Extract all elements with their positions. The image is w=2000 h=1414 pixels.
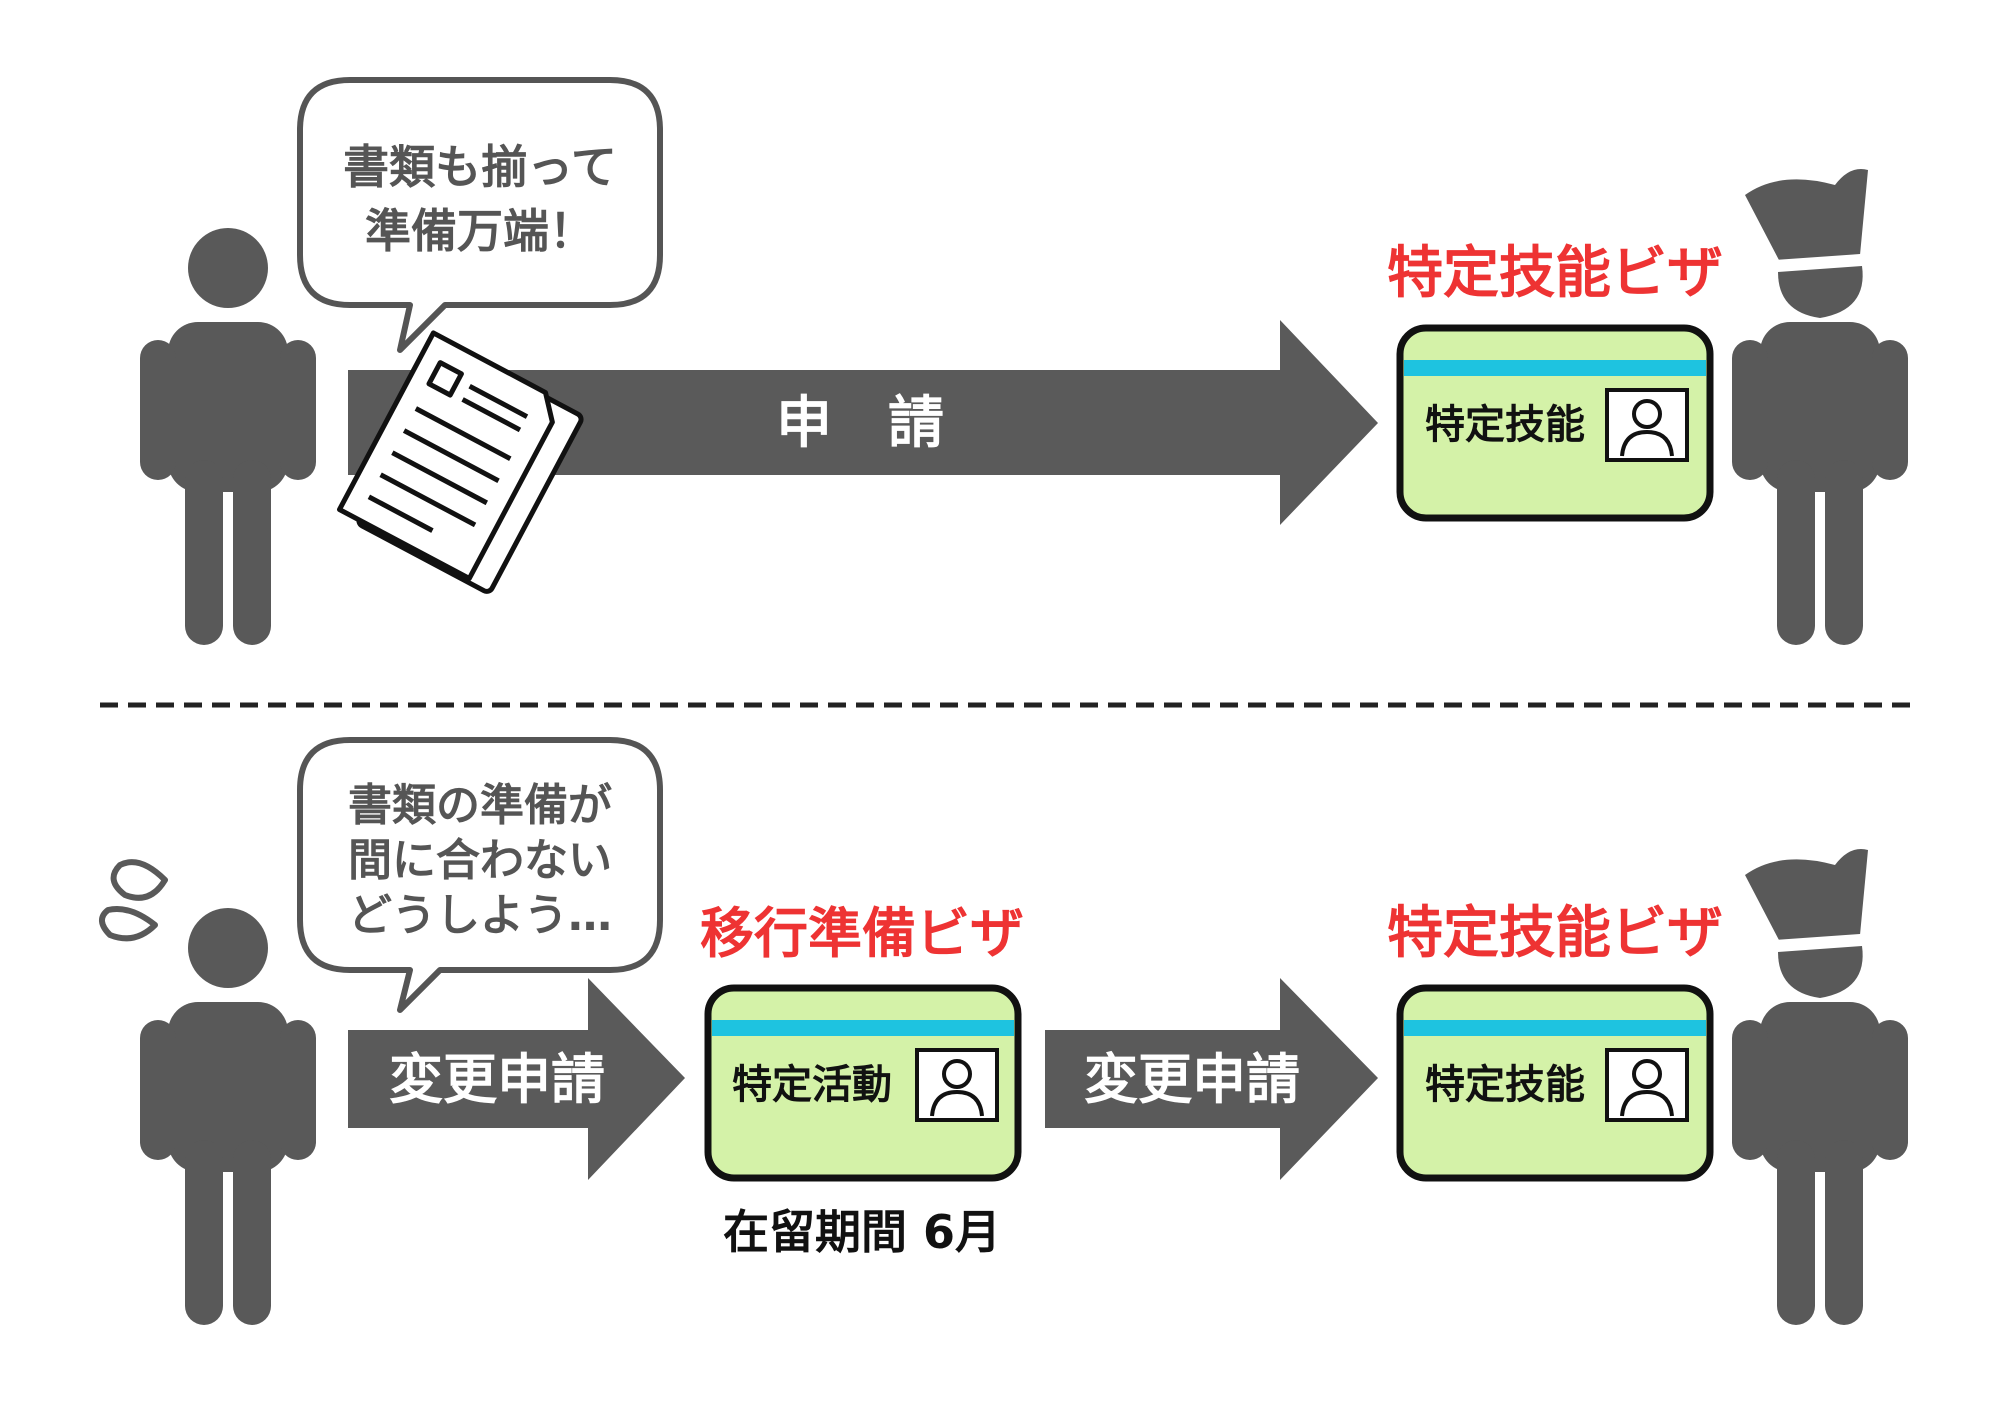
change-application-arrow-2: 変更申請 xyxy=(1045,978,1378,1180)
stay-period-note: 在留期間 6月 xyxy=(723,1205,1001,1259)
id-photo-icon xyxy=(1605,1048,1689,1122)
application-arrow: 申 請 xyxy=(348,320,1378,525)
visa-card-specified-skill: 特定技能 xyxy=(1396,984,1714,1182)
visa-title-specified-skill: 特定技能ビザ xyxy=(1387,901,1723,966)
top-scenario: 書類も揃って 準備万端！ 申 請 xyxy=(140,77,1908,645)
bubble-text-line1: 書類も揃って xyxy=(343,140,617,194)
visa-card-specified-skill: 特定技能 xyxy=(1396,324,1714,522)
card-label: 特定技能 xyxy=(1425,1062,1585,1108)
visa-card-designated-activities: 特定活動 xyxy=(704,984,1022,1182)
worried-person-icon xyxy=(140,908,316,1325)
change-application-arrow-1: 変更申請 xyxy=(348,978,685,1180)
arrow-label-apply: 申 請 xyxy=(776,391,944,456)
applicant-person-icon xyxy=(140,228,316,645)
arrow-label-change-2: 変更申請 xyxy=(1084,1048,1300,1111)
bubble-text-line3: どうしよう… xyxy=(348,890,612,941)
speech-bubble: 書類も揃って 準備万端！ xyxy=(297,77,663,353)
documents-icon xyxy=(336,330,584,594)
speech-bubble: 書類の準備が 間に合わない どうしよう… xyxy=(297,737,663,1013)
sweat-drops-icon xyxy=(99,859,168,942)
chef-person-icon xyxy=(1732,169,1908,645)
id-photo-icon xyxy=(915,1048,999,1122)
bottom-scenario: 書類の準備が 間に合わない どうしよう… 変更申請 移行準備ビザ 特定活動 在留… xyxy=(99,737,1908,1325)
card-label: 特定技能 xyxy=(1425,402,1585,448)
arrow-label-change-1: 変更申請 xyxy=(389,1048,605,1111)
bubble-text-line1: 書類の準備が xyxy=(348,780,612,831)
visa-title-specified-skill: 特定技能ビザ xyxy=(1387,241,1723,306)
id-photo-icon xyxy=(1605,388,1689,462)
chef-person-icon xyxy=(1732,849,1908,1325)
bubble-text-line2: 準備万端！ xyxy=(365,204,595,258)
bubble-text-line2: 間に合わない xyxy=(348,835,612,886)
card-label: 特定活動 xyxy=(732,1062,892,1108)
visa-title-transition: 移行準備ビザ xyxy=(700,902,1024,965)
